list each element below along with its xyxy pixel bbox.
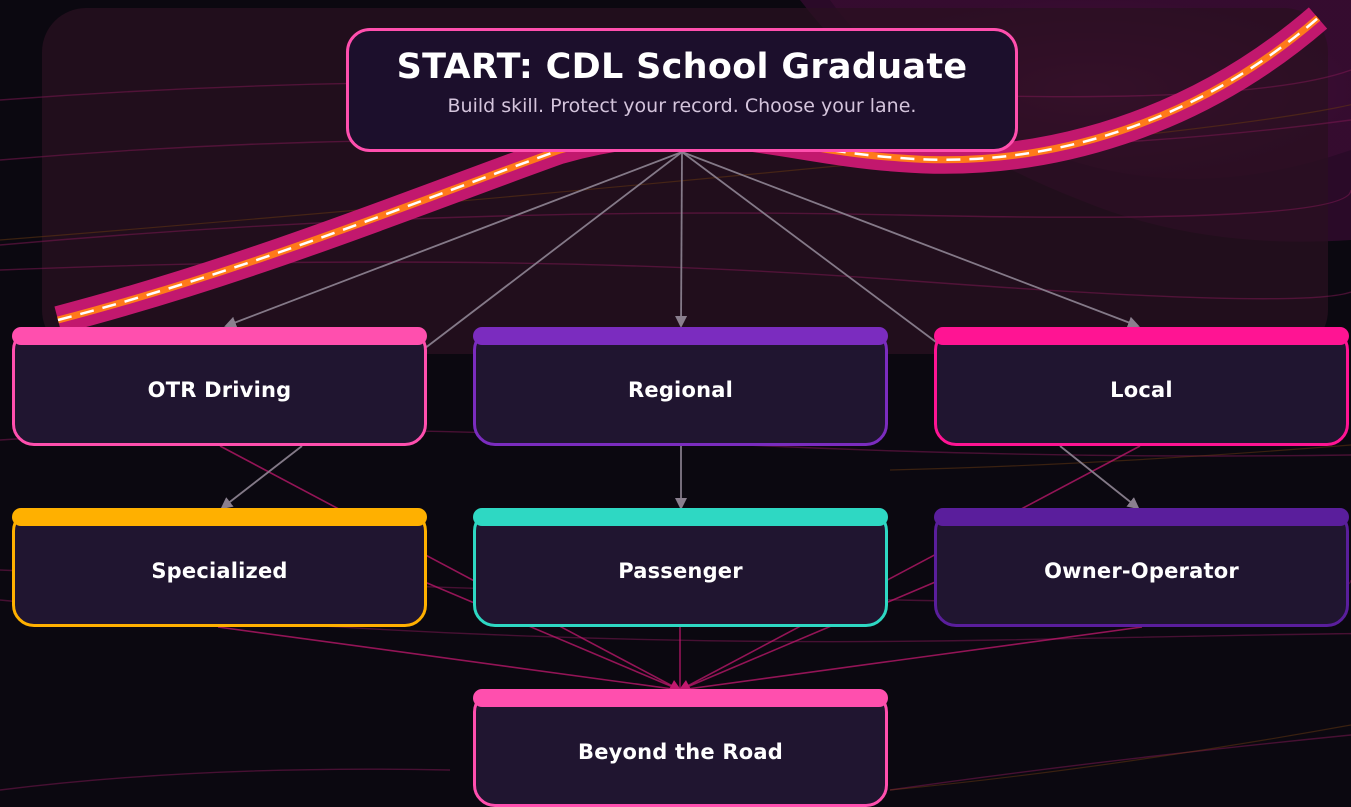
node-header-bar [12, 327, 427, 345]
node-label: Regional [628, 378, 733, 402]
node-local: Local [934, 327, 1349, 446]
node-owner-operator: Owner-Operator [934, 508, 1349, 627]
node-header-bar [473, 689, 888, 707]
start-subtitle: Build skill. Protect your record. Choose… [447, 95, 917, 117]
node-label: Local [1110, 378, 1173, 402]
node-label: OTR Driving [147, 378, 292, 402]
start-title: START: CDL School Graduate [396, 47, 968, 87]
node-specialized: Specialized [12, 508, 427, 627]
node-header-bar [12, 508, 427, 526]
flow-arrows [220, 151, 1140, 510]
node-label: Specialized [151, 559, 288, 583]
node-header-bar [934, 327, 1349, 345]
node-header-bar [934, 508, 1349, 526]
node-regional: Regional [473, 327, 888, 446]
node-otr-driving: OTR Driving [12, 327, 427, 446]
node-beyond-the-road: Beyond the Road [473, 689, 888, 807]
node-label: Beyond the Road [577, 739, 783, 764]
node-header-bar [473, 327, 888, 345]
node-passenger: Passenger [473, 508, 888, 627]
node-label: Owner-Operator [1044, 559, 1239, 583]
start-node: START: CDL School Graduate Build skill. … [346, 28, 1018, 152]
node-label: Passenger [618, 559, 743, 583]
pink-connectors [217, 445, 1143, 691]
node-header-bar [473, 508, 888, 526]
